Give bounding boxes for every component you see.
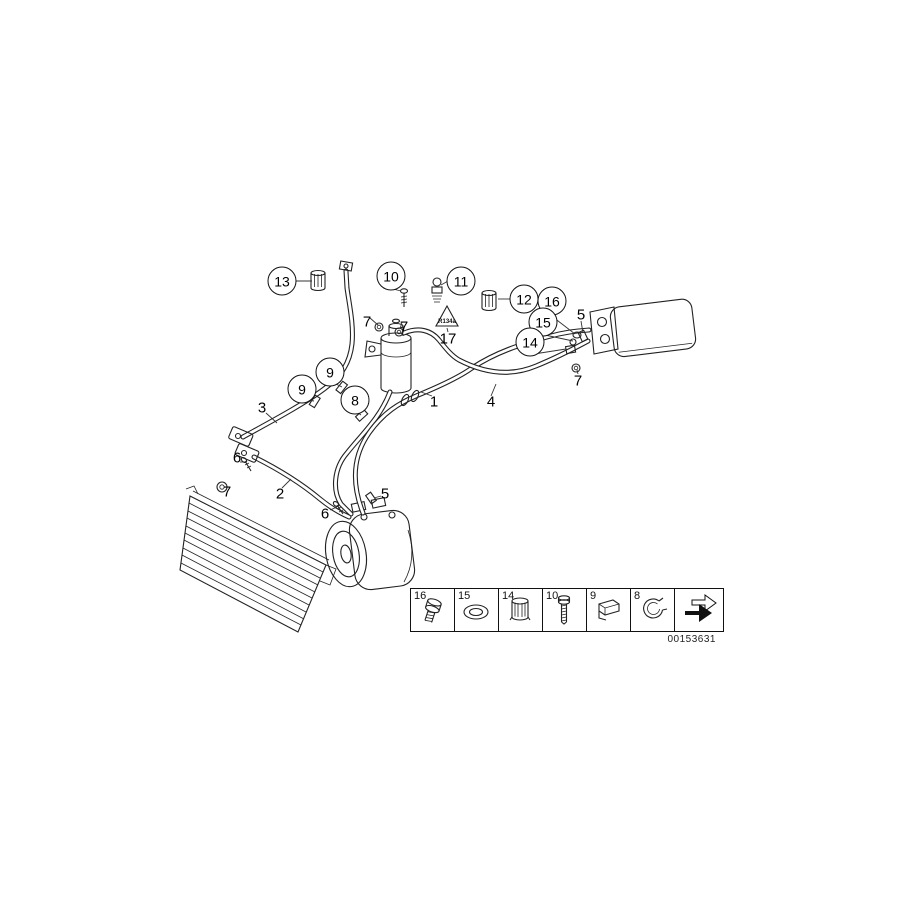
- pressure-sensor-11: [431, 277, 443, 303]
- callout-7[interactable]: 7: [222, 483, 232, 501]
- parts-legend: 16 15 14: [410, 588, 724, 632]
- clip-icon: [598, 599, 620, 621]
- legend-item-hex-bolt[interactable]: 16: [411, 589, 455, 631]
- legend-item-number: 8: [634, 590, 641, 602]
- callout-7[interactable]: 7: [362, 313, 372, 331]
- callout-13[interactable]: 13: [267, 266, 297, 296]
- legend-item-clip[interactable]: 9: [587, 589, 631, 631]
- pipe-2: [251, 454, 352, 520]
- part-number: 00153631: [667, 634, 716, 645]
- clamp-icon: [643, 597, 668, 619]
- refrigerant-label: R134a: [438, 319, 456, 325]
- callout-9[interactable]: 9: [287, 374, 317, 404]
- callout-5[interactable]: 5: [380, 485, 390, 503]
- callout-2[interactable]: 2: [275, 485, 285, 503]
- service-cap-12: [481, 289, 497, 312]
- leader-lines: [224, 280, 584, 511]
- callout-7[interactable]: 7: [573, 372, 583, 390]
- callout-12[interactable]: 12: [509, 284, 539, 314]
- pipe-union: [400, 389, 420, 407]
- direction-arrow-icon: [685, 594, 717, 622]
- evap-fitting-stack: [564, 331, 582, 355]
- legend-item-direction-arrow[interactable]: [675, 589, 723, 631]
- legend-item-clamp[interactable]: 8: [631, 589, 675, 631]
- callout-16[interactable]: 16: [537, 286, 567, 316]
- callout-15[interactable]: 15: [528, 307, 558, 337]
- legend-item-screw[interactable]: 10: [543, 589, 587, 631]
- screw-icon: [557, 595, 571, 625]
- pipe-4: [401, 327, 591, 375]
- callout-6[interactable]: 6: [232, 449, 242, 467]
- pipe-drier-to-compressor: [333, 389, 393, 517]
- callout-1[interactable]: 1: [429, 393, 439, 411]
- legend-item-number: 15: [458, 590, 471, 602]
- compressor: [324, 496, 416, 591]
- receiver-drier: [364, 318, 412, 394]
- callout-17[interactable]: 17: [439, 330, 457, 348]
- service-cap-13: [310, 269, 326, 292]
- bolt-10-part: [399, 288, 409, 307]
- callout-4[interactable]: 4: [486, 393, 496, 411]
- small-screws: [240, 456, 344, 515]
- legend-item-number: 16: [414, 590, 427, 602]
- callout-7[interactable]: 7: [399, 318, 409, 336]
- legend-item-valve-cap[interactable]: 14: [499, 589, 543, 631]
- callout-9[interactable]: 9: [315, 357, 345, 387]
- callout-14[interactable]: 14: [515, 327, 545, 357]
- valve-cap-icon: [509, 597, 531, 621]
- evaporator: [589, 298, 697, 358]
- seal-rings: [216, 322, 581, 493]
- callout-8[interactable]: 8: [340, 385, 370, 415]
- warning-triangle: R134a: [435, 304, 459, 327]
- pipe-1: [352, 327, 592, 516]
- seal-ring-icon: [463, 604, 489, 620]
- callout-5[interactable]: 5: [576, 306, 586, 324]
- callout-6[interactable]: 6: [320, 505, 330, 523]
- radiator: [179, 485, 337, 633]
- callout-11[interactable]: 11: [446, 266, 476, 296]
- callout-10[interactable]: 10: [376, 261, 406, 291]
- callout-3[interactable]: 3: [257, 399, 267, 417]
- legend-item-number: 10: [546, 590, 559, 602]
- legend-item-number: 14: [502, 590, 515, 602]
- legend-item-seal-ring[interactable]: 15: [455, 589, 499, 631]
- hex-bolt-icon: [424, 598, 442, 623]
- legend-item-number: 9: [590, 590, 597, 602]
